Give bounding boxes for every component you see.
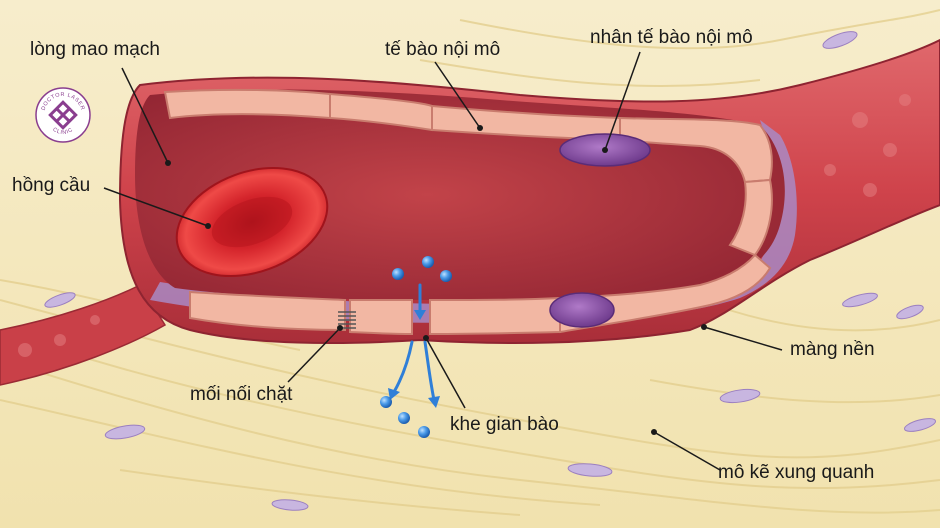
cleft-arrowheads xyxy=(388,310,440,408)
label-intercellular-cleft: khe gian bào xyxy=(450,414,559,435)
logo-text-bottom: CLINIC xyxy=(51,127,73,136)
label-lumen: lòng mao mạch xyxy=(30,39,160,60)
svg-text:CLINIC: CLINIC xyxy=(51,127,74,136)
label-surrounding-tissue: mô kẽ xung quanh xyxy=(718,462,875,483)
clinic-logo: DOCTOR LASER CLINIC xyxy=(34,86,92,144)
leader-lines xyxy=(103,51,783,471)
leader-dots xyxy=(165,125,707,435)
tissue-cells xyxy=(44,31,937,511)
label-red-blood-cell: hồng cầu xyxy=(12,175,91,196)
cleft-flow-arrows xyxy=(392,283,436,402)
clinic-logo-mark: DOCTOR LASER CLINIC xyxy=(35,87,91,143)
label-tight-junction: mối nối chặt xyxy=(190,384,293,405)
endothelial-cells-top xyxy=(163,88,773,184)
tight-junction xyxy=(338,311,356,329)
label-endothelial-cell: tế bào nội mô xyxy=(385,39,501,60)
solute-molecules xyxy=(380,256,452,438)
vessel-texture xyxy=(18,94,911,357)
red-blood-cell xyxy=(175,166,329,278)
vessel-tail-left xyxy=(0,284,167,386)
label-basement-membrane: màng nền xyxy=(790,339,875,360)
nucleus-bottom xyxy=(549,292,615,328)
label-endothelial-nucleus: nhân tế bào nội mô xyxy=(590,27,753,48)
